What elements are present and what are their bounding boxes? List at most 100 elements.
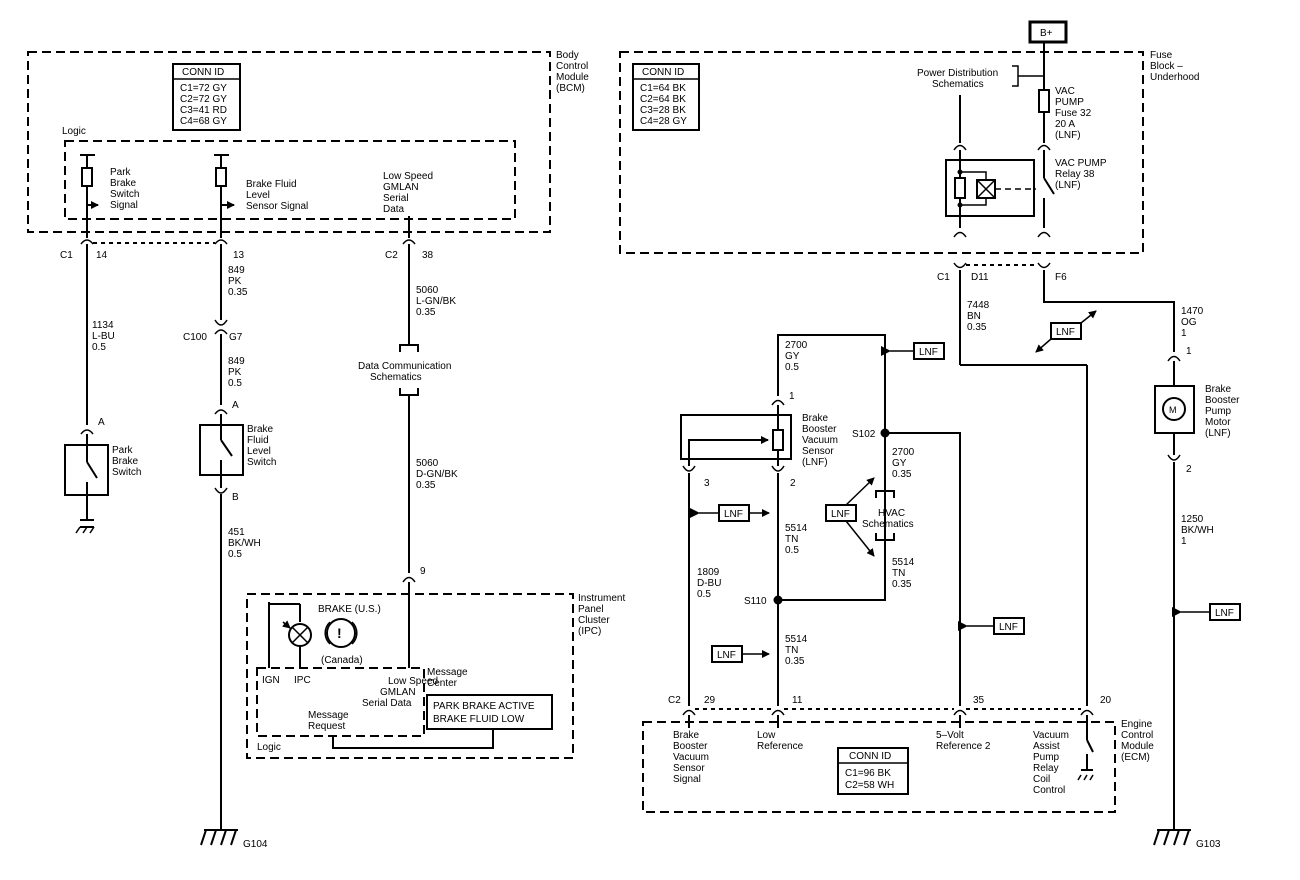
svg-text:CONN ID: CONN ID — [642, 67, 684, 78]
svg-text:LNF: LNF — [919, 347, 938, 358]
svg-text:A: A — [98, 417, 105, 428]
svg-text:B+: B+ — [1040, 28, 1053, 39]
svg-text:LNF: LNF — [1056, 327, 1075, 338]
svg-text:S110: S110 — [744, 596, 767, 607]
svg-text:M: M — [1169, 405, 1177, 415]
vac-pump-fuse — [1038, 89, 1050, 113]
svg-text:14: 14 — [96, 250, 108, 261]
svg-text:LNF: LNF — [831, 509, 850, 520]
ground-g103: G103 — [1196, 839, 1221, 850]
ecm-conn-id-table: CONN ID C1=96 BK C2=58 WH — [837, 747, 909, 795]
bcm-connectors: C1 14 13 C2 38 — [60, 239, 434, 261]
svg-text:C2=64 BK: C2=64 BK — [640, 94, 686, 105]
svg-text:LNF: LNF — [724, 509, 743, 520]
svg-text:C3=41 RD: C3=41 RD — [180, 105, 227, 116]
lnf-tag — [993, 617, 1025, 635]
svg-text:3: 3 — [704, 478, 710, 489]
svg-text:29: 29 — [704, 695, 716, 706]
svg-text:CONN ID: CONN ID — [182, 67, 224, 78]
svg-text:B: B — [232, 492, 239, 503]
svg-text:F6: F6 — [1055, 272, 1067, 283]
svg-text:2: 2 — [1186, 464, 1192, 475]
ground-g104: G104 — [243, 839, 268, 850]
vac-pump-relay — [945, 159, 1035, 217]
svg-text:13: 13 — [233, 250, 245, 261]
lnf-tag — [913, 342, 945, 360]
brake-booster-vacuum-sensor — [680, 414, 792, 460]
lnf-tag — [825, 504, 857, 522]
bcm-logic-label: Logic — [62, 126, 86, 137]
svg-text:2: 2 — [790, 478, 796, 489]
svg-text:C3=28 BK: C3=28 BK — [640, 105, 686, 116]
svg-text:IGN: IGN — [262, 675, 280, 686]
svg-text:9: 9 — [420, 566, 426, 577]
brake-warning-icon — [326, 618, 356, 648]
svg-text:LNF: LNF — [999, 622, 1018, 633]
svg-text:35: 35 — [973, 695, 985, 706]
svg-text:D11: D11 — [971, 272, 989, 283]
svg-text:20: 20 — [1100, 695, 1112, 706]
svg-text:CONN ID: CONN ID — [849, 751, 891, 762]
fuse-conn-id-table: CONN ID C1=64 BK C2=64 BK C3=28 BK C4=28… — [632, 63, 700, 131]
lnf-tag — [1050, 322, 1082, 340]
brake-us-label: BRAKE (U.S.) — [318, 604, 381, 615]
svg-text:C100: C100 — [183, 332, 207, 343]
fluid-signal-resistor — [215, 167, 227, 187]
svg-text:A: A — [232, 400, 239, 411]
park-signal-resistor — [81, 167, 93, 187]
svg-text:C2=72 GY: C2=72 GY — [180, 94, 227, 105]
lnf-tag — [1209, 603, 1241, 621]
svg-text:C2: C2 — [385, 250, 398, 261]
svg-text:!: ! — [337, 625, 342, 641]
svg-text:Logic: Logic — [257, 742, 281, 753]
message-center-display — [426, 694, 553, 730]
svg-text:C2: C2 — [668, 695, 681, 706]
lnf-tags: LNF LNF LNF LNF LNF LNF LNF — [690, 310, 1241, 663]
svg-text:C4=68 GY: C4=68 GY — [180, 116, 227, 127]
svg-text:S102: S102 — [852, 429, 876, 440]
svg-text:38: 38 — [422, 250, 434, 261]
svg-text:C1=64 BK: C1=64 BK — [640, 83, 686, 94]
svg-text:1: 1 — [1186, 346, 1192, 357]
svg-text:C1=96 BK: C1=96 BK — [845, 768, 891, 779]
svg-text:PARK BRAKE ACTIVE: PARK BRAKE ACTIVE — [433, 701, 535, 712]
svg-text:C4=28 GY: C4=28 GY — [640, 116, 687, 127]
